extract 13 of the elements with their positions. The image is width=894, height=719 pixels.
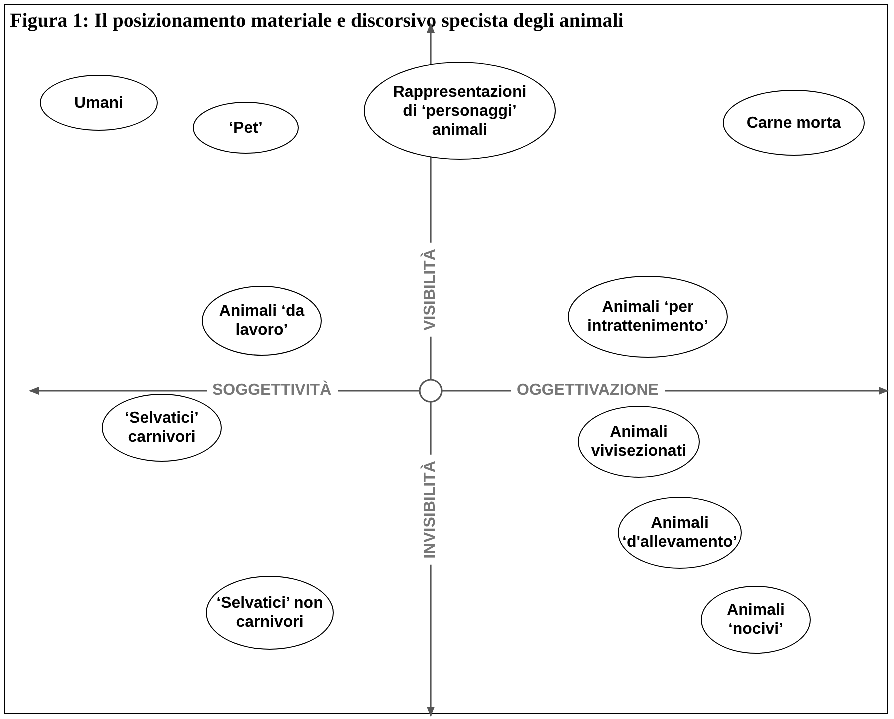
category-label: ‘Pet’ bbox=[229, 118, 263, 138]
category-label: Rappresentazioni di ‘personaggi’ animali bbox=[392, 82, 528, 140]
category-label: Carne morta bbox=[746, 114, 842, 132]
category-label: Animali vivisezionati bbox=[590, 423, 688, 461]
category-label: Animali ‘d'allevamento’ bbox=[622, 514, 738, 552]
category-label: Umani bbox=[74, 94, 124, 112]
figure-title: Figura 1: Il posizionamento materiale e discorsivo specista degli animali bbox=[10, 10, 624, 33]
center-circle bbox=[419, 379, 443, 403]
category-label: ‘Selvatici’ carnivori bbox=[124, 409, 200, 447]
category-label: Animali ‘nocivi’ bbox=[726, 601, 786, 639]
category-label: ‘Selvatici’ non carnivori bbox=[216, 594, 324, 632]
category-label: Animali ‘per intrattenimento’ bbox=[586, 298, 710, 336]
category-label: Animali ‘da lavoro’ bbox=[218, 302, 306, 340]
